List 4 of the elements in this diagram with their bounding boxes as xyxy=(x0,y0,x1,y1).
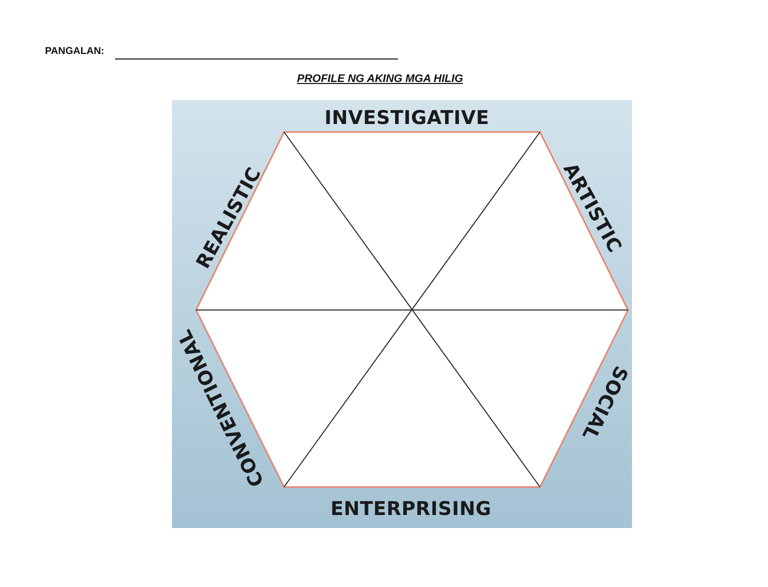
category-label: INVESTIGATIVE xyxy=(324,107,490,129)
field-label: PANGALAN: xyxy=(45,46,104,57)
worksheet-title: PROFILE NG AKING MGA HILIG xyxy=(297,73,464,85)
category-label: ENTERPRISING xyxy=(330,498,492,520)
